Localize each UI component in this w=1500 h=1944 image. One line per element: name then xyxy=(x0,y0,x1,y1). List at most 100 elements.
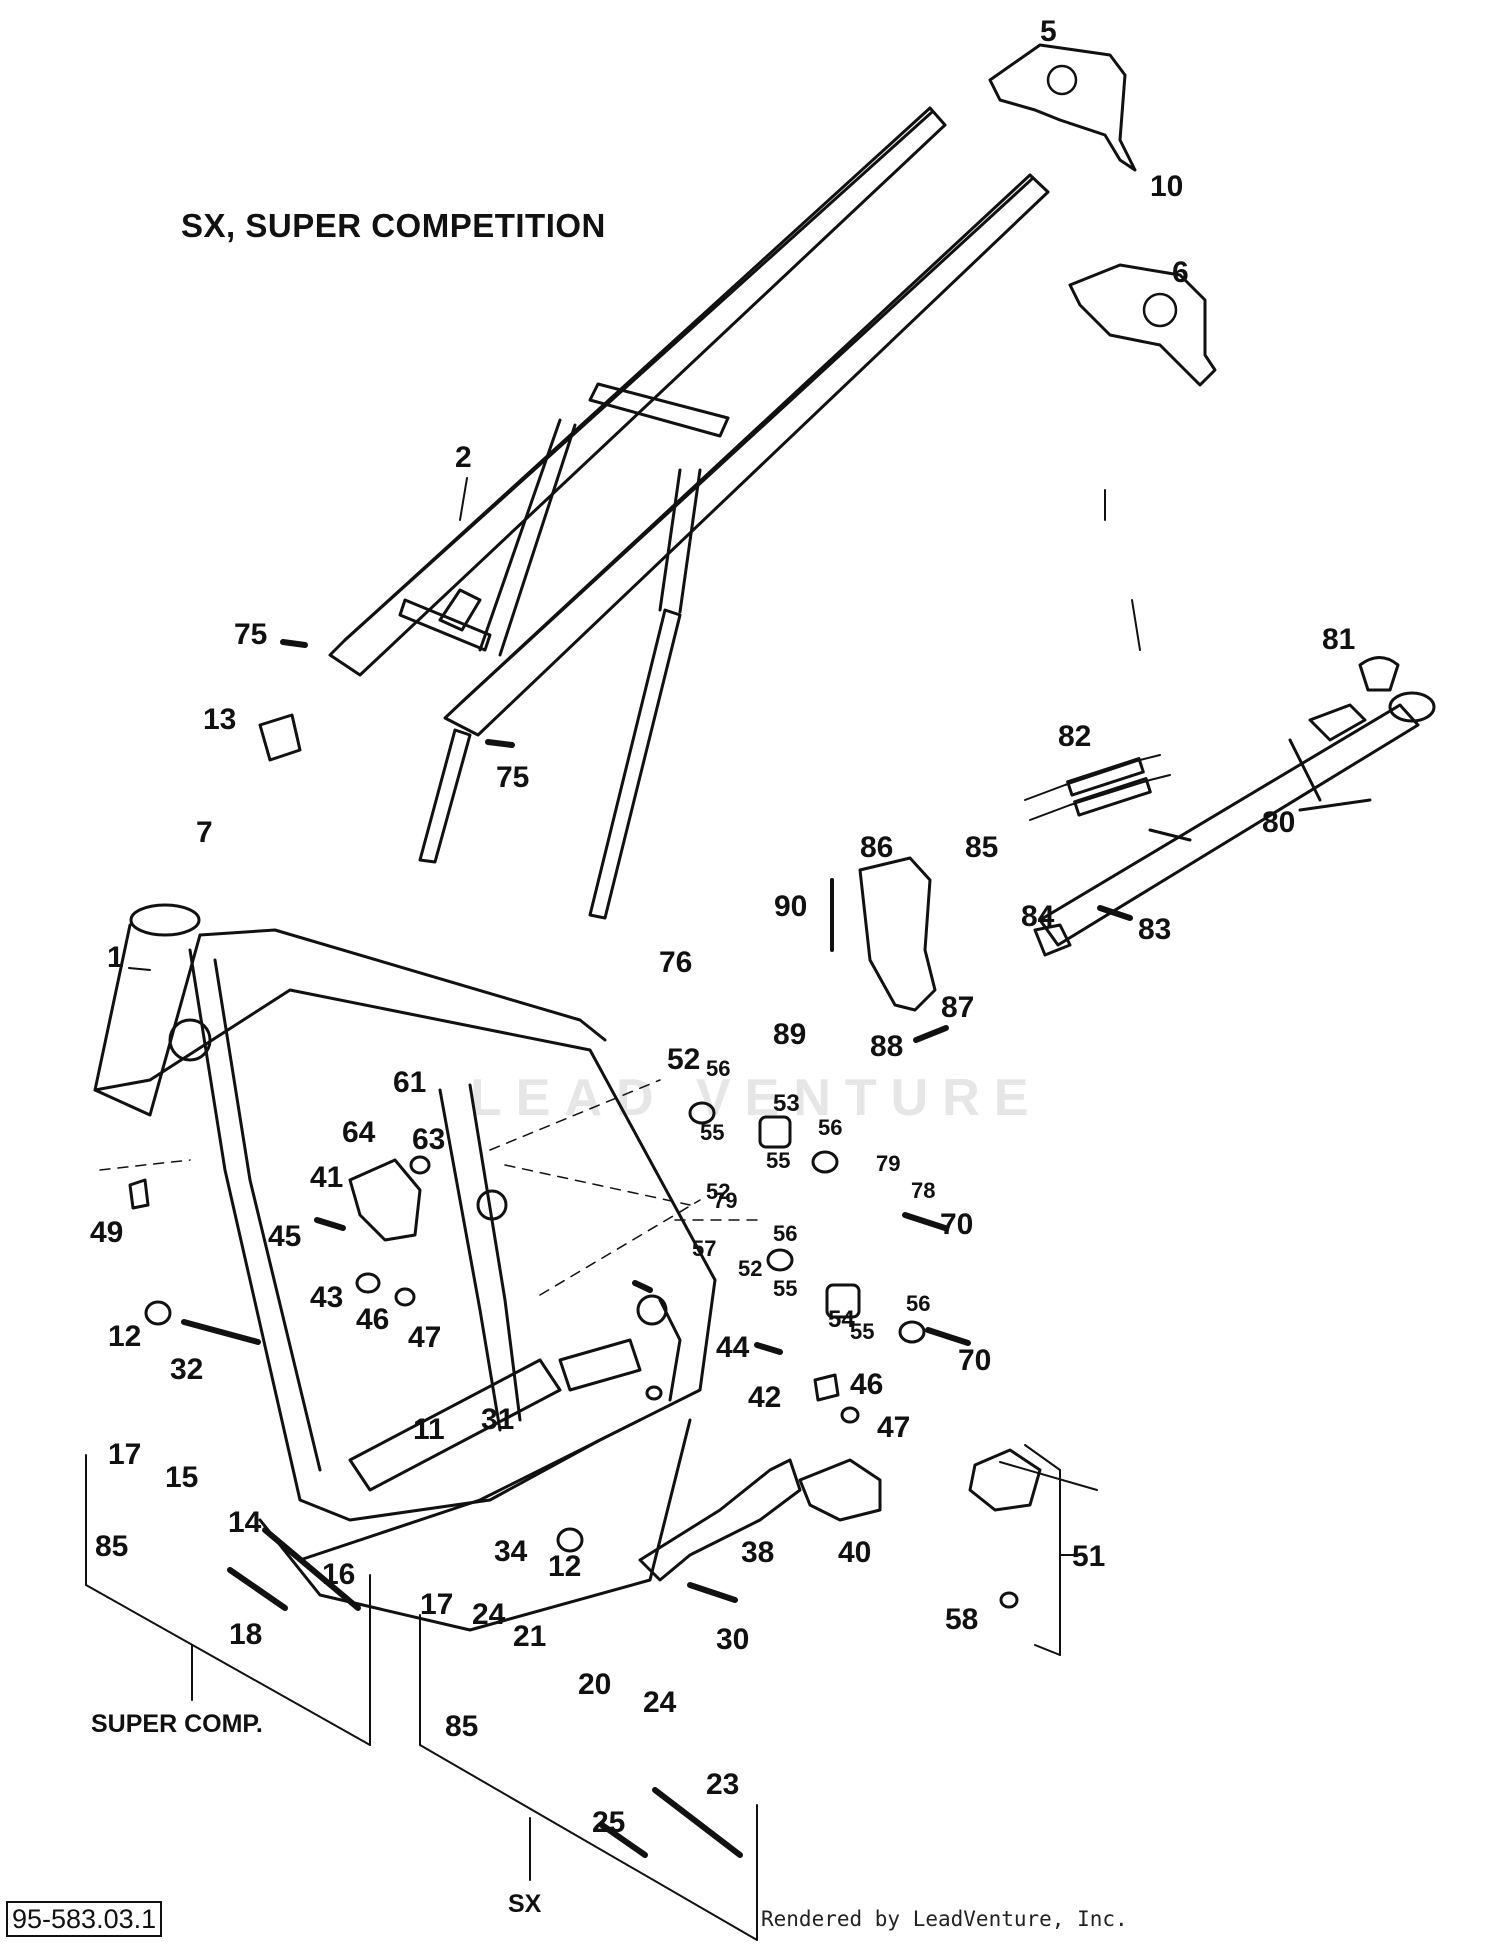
callout-label: 24 xyxy=(472,1598,506,1631)
callout-label: 82 xyxy=(1058,720,1092,753)
callout-label: 46 xyxy=(850,1368,884,1401)
callout-label: 5 xyxy=(1040,15,1057,48)
callout-label: 1 xyxy=(107,941,124,974)
callout-label: 78 xyxy=(911,1178,936,1203)
callout-label: 21 xyxy=(513,1620,547,1653)
callout-label: 25 xyxy=(592,1806,626,1839)
callout-label: 32 xyxy=(170,1353,204,1386)
callout-label: 11 xyxy=(413,1413,445,1446)
callout-label: 46 xyxy=(356,1303,390,1336)
callout-label: 52 xyxy=(667,1043,701,1076)
callout-label: 15 xyxy=(165,1461,199,1494)
brake-pad-part xyxy=(968,1448,1042,1512)
brake-pedal-part xyxy=(638,1458,802,1582)
callout-label: 85 xyxy=(445,1710,479,1743)
callout-label: 34 xyxy=(494,1535,528,1568)
callout-label: 44 xyxy=(716,1331,750,1364)
callout-label: 13 xyxy=(203,703,237,736)
callout-label: 45 xyxy=(268,1220,302,1253)
callout-label: 16 xyxy=(322,1558,356,1591)
callout-label: 10 xyxy=(1150,170,1184,203)
main-frame-part xyxy=(93,903,717,1632)
callout-label: 17 xyxy=(108,1438,142,1471)
callout-label: 17 xyxy=(420,1588,454,1621)
callout-label: 12 xyxy=(548,1550,582,1583)
footrest-right-part xyxy=(798,1458,882,1522)
subframe-part xyxy=(328,106,1050,920)
callout-label: 86 xyxy=(860,831,894,864)
callout-label: 20 xyxy=(578,1668,612,1701)
callout-label: 79 xyxy=(876,1151,901,1176)
callout-label: 41 xyxy=(310,1161,344,1194)
callout-label: 55 xyxy=(850,1319,875,1344)
callout-label: 38 xyxy=(741,1536,775,1569)
callout-label: 89 xyxy=(773,1018,807,1051)
footrest-left-part xyxy=(348,1158,422,1242)
callout-label: 31 xyxy=(481,1403,515,1436)
callout-label: 64 xyxy=(342,1116,376,1149)
callout-label: 51 xyxy=(1072,1540,1106,1573)
callout-label: 75 xyxy=(234,618,268,651)
group-brackets xyxy=(85,1444,1081,1941)
watermark: LEAD VENTURE xyxy=(470,1069,1043,1127)
callout-label: 57 xyxy=(692,1236,717,1261)
stand-bracket-part xyxy=(858,856,937,1012)
document-id: 95-583.03.1 xyxy=(6,1901,163,1937)
callout-label: 55 xyxy=(773,1276,798,1301)
callout-label: 52 xyxy=(706,1179,731,1204)
callout-label: 56 xyxy=(773,1221,798,1246)
callout-label: 85 xyxy=(95,1530,129,1563)
callout-label: 70 xyxy=(958,1344,992,1377)
callout-label: 88 xyxy=(870,1030,904,1063)
callout-label: 52 xyxy=(738,1256,763,1281)
callout-label: 6 xyxy=(1172,256,1189,289)
callout-label: 24 xyxy=(643,1686,677,1719)
callout-label: 81 xyxy=(1322,623,1356,656)
springs-part xyxy=(1024,754,1171,821)
callout-label: 47 xyxy=(408,1321,442,1354)
callout-label: 56 xyxy=(706,1056,731,1081)
callout-label: 7 xyxy=(196,816,213,849)
callout-label: 63 xyxy=(412,1123,446,1156)
callout-label: 43 xyxy=(310,1281,344,1314)
callout-label: 14 xyxy=(228,1506,262,1539)
callout-label: 56 xyxy=(818,1115,843,1140)
assembly-guides xyxy=(99,1079,761,1296)
callout-label: 12 xyxy=(108,1320,142,1353)
callout-label: 61 xyxy=(393,1066,427,1099)
leader-lines xyxy=(128,477,1141,1491)
callout-label: 53 xyxy=(773,1090,800,1117)
callout-label: 58 xyxy=(945,1603,979,1636)
callout-label: 56 xyxy=(906,1291,931,1316)
callout-label: 55 xyxy=(700,1120,725,1145)
group-label-sx: SX xyxy=(508,1890,542,1918)
group-label-super-comp: SUPER COMP. xyxy=(91,1710,263,1738)
diagram-title: SX, SUPER COMPETITION xyxy=(181,207,606,244)
callout-label: 2 xyxy=(455,441,472,474)
callout-label: 90 xyxy=(774,890,808,923)
callout-label: 42 xyxy=(748,1381,782,1414)
callout-label: 76 xyxy=(659,946,693,979)
callout-label: 84 xyxy=(1021,900,1055,933)
callout-label: 85 xyxy=(965,831,999,864)
callout-label: 54 xyxy=(828,1306,855,1333)
callout-label: 70 xyxy=(940,1208,974,1241)
callout-label: 55 xyxy=(766,1148,791,1173)
callout-label: 18 xyxy=(229,1618,263,1651)
plate-part-5 xyxy=(988,43,1137,172)
callout-label: 30 xyxy=(716,1623,750,1656)
side-stand-part xyxy=(1033,691,1436,957)
callout-label: 79 xyxy=(713,1188,738,1213)
callout-label: 75 xyxy=(496,761,530,794)
callout-label: 23 xyxy=(706,1768,740,1801)
callout-label: 80 xyxy=(1262,806,1296,839)
plate-part-6 xyxy=(1068,263,1217,387)
callout-label: 47 xyxy=(877,1411,911,1444)
callout-label: 49 xyxy=(90,1216,124,1249)
bushings xyxy=(128,656,1400,1609)
bolts xyxy=(181,639,1133,1858)
callout-label: 83 xyxy=(1138,913,1172,946)
render-credit: Rendered by LeadVenture, Inc. xyxy=(761,1907,1128,1931)
